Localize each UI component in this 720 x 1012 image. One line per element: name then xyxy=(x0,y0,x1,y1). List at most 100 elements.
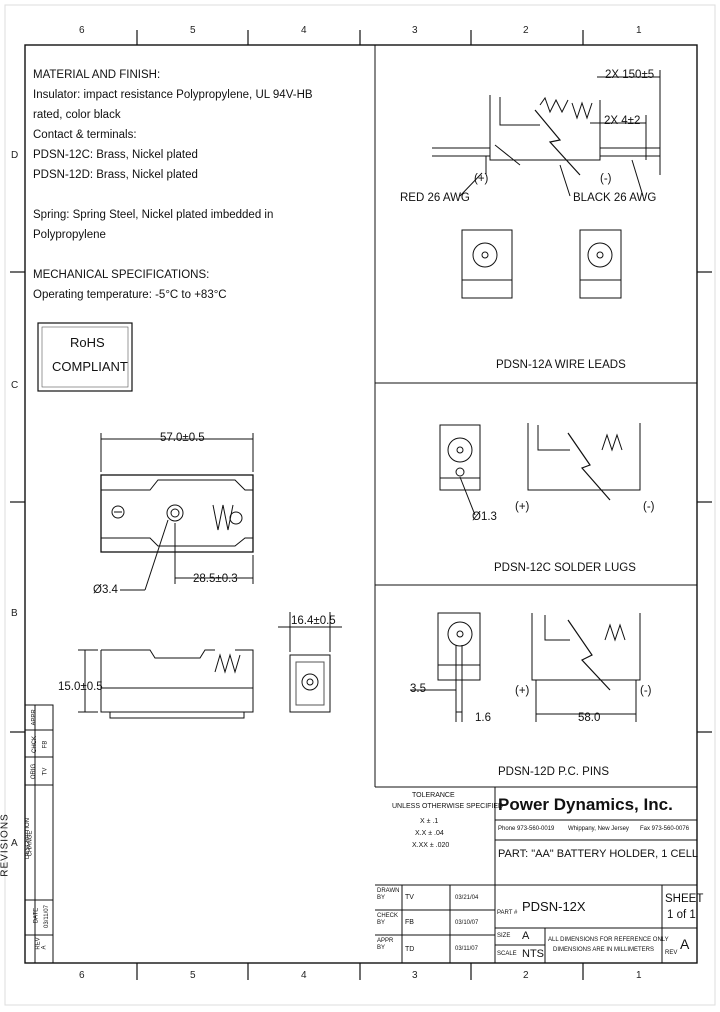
tolerance-row: X.X ± .04 xyxy=(415,830,444,837)
view-label-12a: PDSN-12A WIRE LEADS xyxy=(496,359,626,371)
pc-pins-views xyxy=(410,612,641,722)
rev-value: A xyxy=(680,936,690,952)
dim-pin-span: 58.0 xyxy=(578,712,601,724)
wire-leads-view xyxy=(432,70,661,197)
dim-pin-width: 1.6 xyxy=(475,712,491,724)
drawn-label: DRAWN BY xyxy=(377,888,400,901)
tolerance-row: X ± .1 xyxy=(420,818,439,825)
zone-bottom-5: 5 xyxy=(190,970,196,981)
holder-end-view xyxy=(278,612,342,713)
zone-top-1: 1 xyxy=(636,25,642,36)
zone-bottom-4: 4 xyxy=(301,970,307,981)
dim-pin-offset: 3.5 xyxy=(410,683,426,695)
wire-minus: (-) xyxy=(600,173,612,185)
dim-strip: 2X 4±2 xyxy=(604,115,641,127)
tolerance-row: X.XX ± .020 xyxy=(412,842,450,849)
tolerance-title: TOLERANCE xyxy=(412,792,455,799)
scale-value: NTS xyxy=(522,948,544,960)
dim-lead-length: 2X 150±5 xyxy=(605,69,655,81)
view-label-12c: PDSN-12C SOLDER LUGS xyxy=(494,562,636,574)
zone-bottom-3: 3 xyxy=(412,970,418,981)
dim-lug-hole: Ø1.3 xyxy=(472,511,497,523)
revision-orig: TV xyxy=(42,767,49,776)
rohs-line2: COMPLIANT xyxy=(52,359,128,374)
zone-top-4: 4 xyxy=(301,25,307,36)
material-line: PDSN-12D: Brass, Nickel plated xyxy=(33,169,198,181)
appr-date: 03/11/07 xyxy=(455,946,478,952)
dim-hole: Ø3.4 xyxy=(93,584,118,596)
drawn-date: 03/21/04 xyxy=(455,895,479,901)
orig-header: ORIG xyxy=(31,763,38,780)
revision-chck: FB xyxy=(42,740,49,749)
revision-date: 03/11/07 xyxy=(43,905,50,928)
operating-temperature: Operating temperature: -5°C to +83°C xyxy=(33,289,227,301)
material-line: PDSN-12C: Brass, Nickel plated xyxy=(33,149,198,161)
lug-plus: (+) xyxy=(515,501,530,513)
wire-leads-end-views xyxy=(461,229,622,299)
solder-lugs-views xyxy=(439,423,641,516)
scale-label: SCALE xyxy=(497,951,517,957)
material-line: Contact & terminals: xyxy=(33,129,137,141)
zone-bottom-6: 6 xyxy=(79,970,85,981)
zone-left-c: C xyxy=(11,380,19,391)
pin-plus: (+) xyxy=(515,685,530,697)
rev-label: REV xyxy=(665,950,678,956)
zone-bottom-2: 2 xyxy=(523,970,529,981)
material-line: Polypropylene xyxy=(33,229,106,241)
rohs-line1: RoHS xyxy=(70,335,105,350)
zone-bottom-1: 1 xyxy=(636,970,642,981)
check-by: FB xyxy=(405,919,414,926)
material-title: MATERIAL AND FINISH: xyxy=(33,69,161,81)
revisions-title: REVISIONS xyxy=(0,813,11,877)
wire-black: BLACK 26 AWG xyxy=(573,192,657,204)
wire-red: RED 26 AWG xyxy=(400,192,470,204)
units-note: DIMENSIONS ARE IN MILLIMETERS xyxy=(553,947,655,953)
tolerance-sub: UNLESS OTHERWISE SPECIFIED xyxy=(392,803,504,810)
mechanical-title: MECHANICAL SPECIFICATIONS: xyxy=(33,269,210,281)
appr-by: TD xyxy=(405,946,415,953)
lug-minus: (-) xyxy=(643,501,655,513)
zone-left-b: B xyxy=(11,608,18,619)
zone-left-d: D xyxy=(11,150,19,161)
dim-height: 15.0±0.5 xyxy=(58,681,103,693)
pin-minus: (-) xyxy=(640,685,652,697)
check-label: CHECK BY xyxy=(377,913,399,926)
date-header: DATE xyxy=(33,907,40,924)
dim-offset: 28.5±0.3 xyxy=(193,573,238,585)
reference-note: ALL DIMENSIONS FOR REFERENCE ONLY xyxy=(548,937,669,943)
sheet-value: 1 of 1 xyxy=(667,909,696,921)
change-header: CHANGE xyxy=(27,830,34,857)
material-line: Spring: Spring Steel, Nickel plated imbe… xyxy=(33,209,274,221)
sheet-label: SHEET xyxy=(665,893,704,905)
part-no-label: PART # xyxy=(497,910,518,916)
appr-label: APPR BY xyxy=(377,938,394,951)
part-number: PDSN-12X xyxy=(522,899,586,914)
drawn-by: TV xyxy=(405,894,414,901)
chck-header: CHCK xyxy=(32,735,39,754)
appr-header: APPR xyxy=(31,709,38,726)
zone-top-3: 3 xyxy=(412,25,418,36)
company-name: Power Dynamics, Inc. xyxy=(498,795,673,814)
revision-rev: A xyxy=(41,945,48,950)
check-date: 03/10/07 xyxy=(455,920,479,926)
material-line: rated, color black xyxy=(33,109,121,121)
wire-plus: (+) xyxy=(474,173,489,185)
size-label: SIZE xyxy=(497,933,511,939)
material-line: Insulator: impact resistance Polypropyle… xyxy=(33,89,313,101)
dim-length: 57.0±0.5 xyxy=(160,432,205,444)
zone-top-2: 2 xyxy=(523,25,529,36)
company-fax: Fax 973-560-0076 xyxy=(640,826,690,832)
part-description: PART: "AA" BATTERY HOLDER, 1 CELL xyxy=(498,848,698,860)
company-city: Whippany, New Jersey xyxy=(568,826,629,832)
zone-top-5: 5 xyxy=(190,25,196,36)
holder-top-view xyxy=(100,433,254,591)
zone-left-a: A xyxy=(11,838,18,849)
view-label-12d: PDSN-12D P.C. PINS xyxy=(498,766,609,778)
holder-side-view xyxy=(78,649,254,719)
company-phone: Phone 973-560-0019 xyxy=(498,826,555,832)
size-value: A xyxy=(522,930,530,942)
dim-width: 16.4±0.5 xyxy=(291,615,336,627)
zone-top-6: 6 xyxy=(79,25,85,36)
